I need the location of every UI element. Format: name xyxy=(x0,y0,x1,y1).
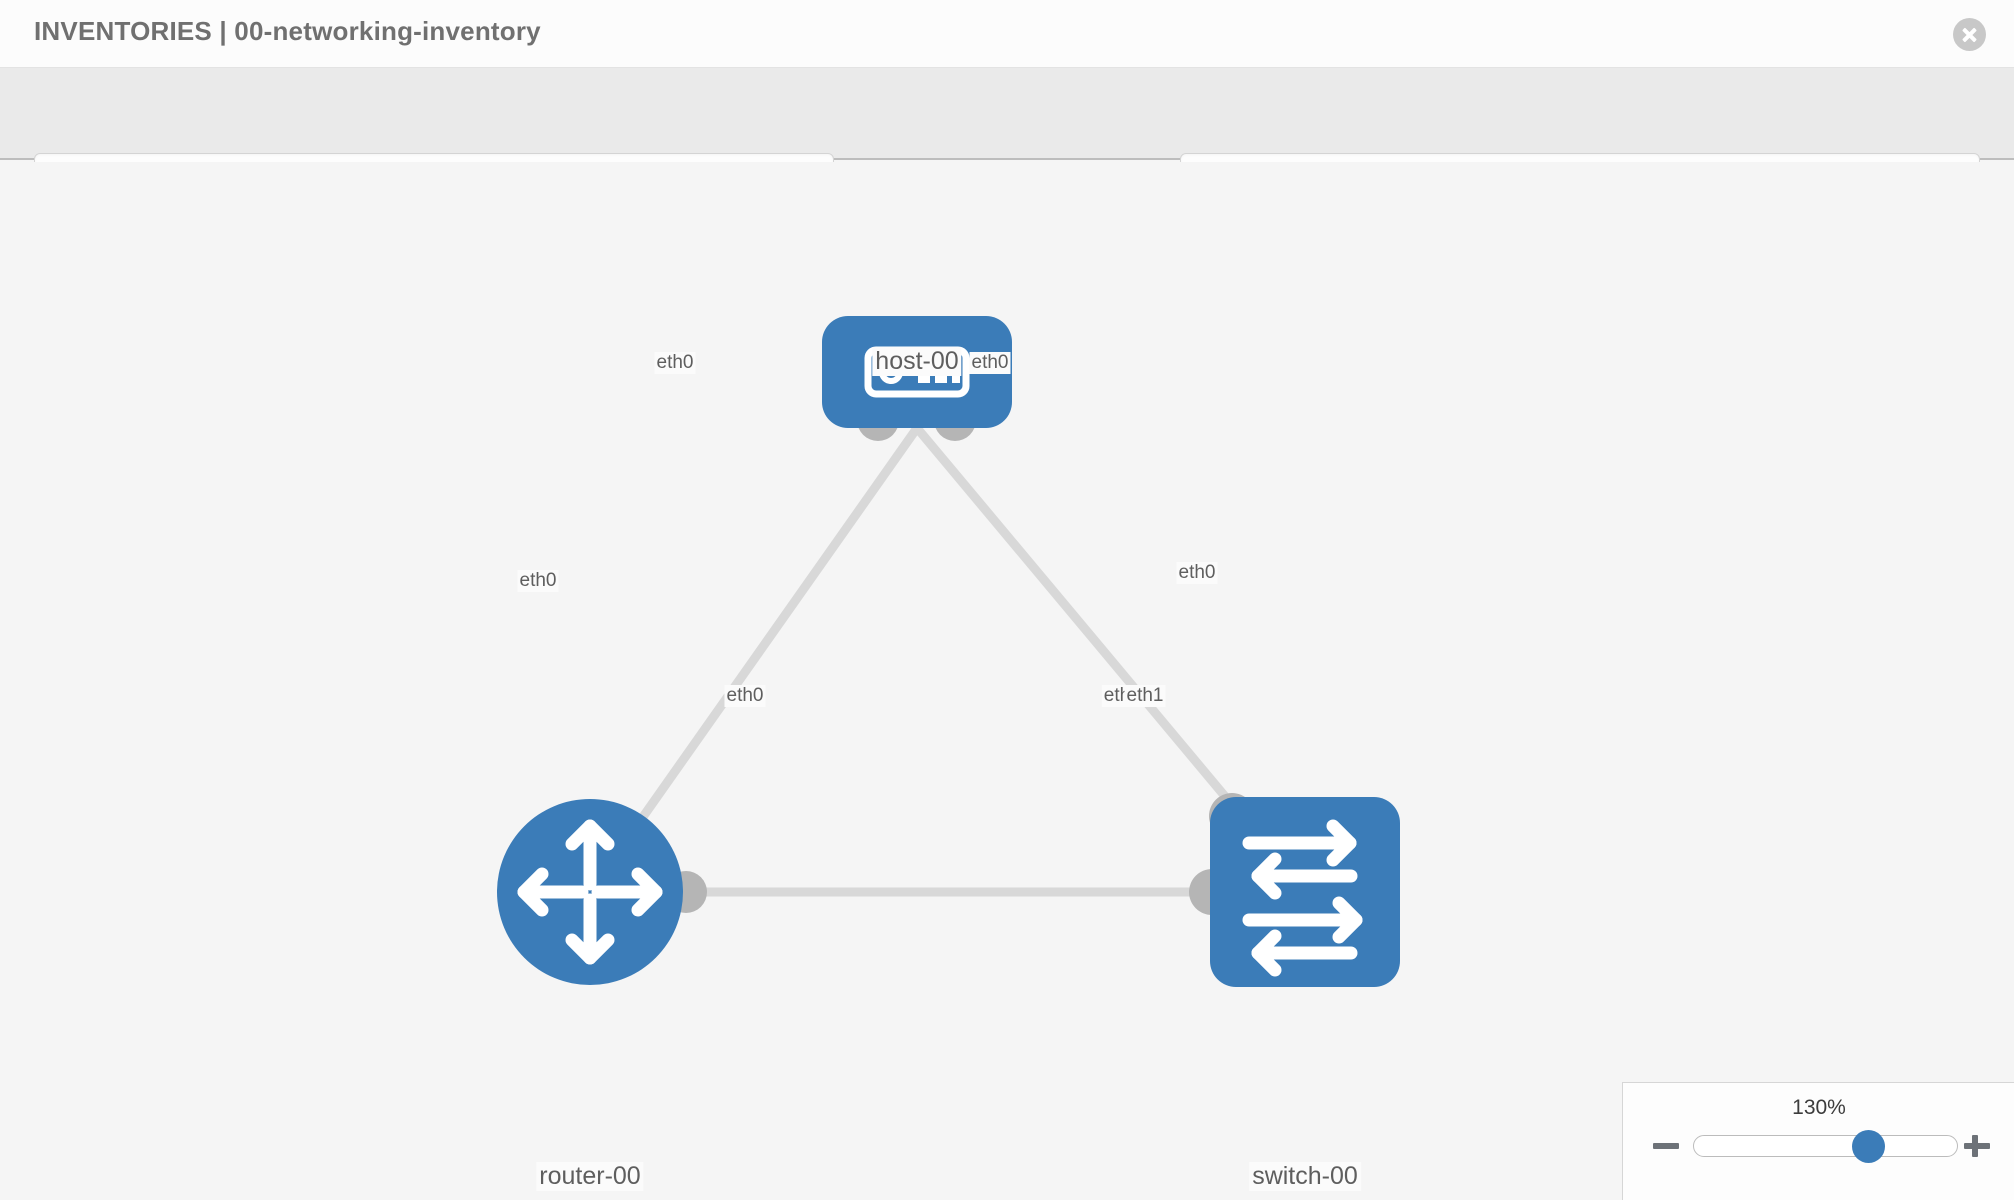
node-label-host-00: host-00 xyxy=(872,347,962,376)
minus-icon[interactable] xyxy=(1651,1131,1681,1161)
zoom-percent-label: 130% xyxy=(1792,1096,1846,1119)
topology-canvas[interactable]: eth0 eth0 eth0 eth0 eth0 eth eth1 host-0… xyxy=(0,162,2014,1200)
router-four-arrows-icon xyxy=(517,819,663,965)
iface-label-host-left: eth0 xyxy=(654,352,696,374)
plus-icon[interactable] xyxy=(1962,1131,1992,1161)
iface-label-router-uplink: eth0 xyxy=(517,570,559,592)
link-router-host xyxy=(586,425,921,895)
iface-label-switch-uplink: eth0 xyxy=(1176,562,1218,584)
page-title: INVENTORIES | 00-networking-inventory xyxy=(34,16,541,46)
switch-arrows-icon xyxy=(1242,819,1363,977)
node-router-00 xyxy=(497,799,683,985)
iface-label-switch-eth1: eth1 xyxy=(1124,685,1166,707)
topology-links xyxy=(586,425,1309,897)
zoom-slider-track[interactable] xyxy=(1693,1130,1958,1163)
topology-graph xyxy=(497,316,1400,987)
node-label-router-00: router-00 xyxy=(536,1162,644,1191)
zoom-slider-thumb[interactable] xyxy=(1851,1130,1885,1163)
close-icon[interactable] xyxy=(1953,18,1986,51)
zoom-control-panel: 130% xyxy=(1622,1082,2014,1200)
toolbar: ACTIONS xyxy=(0,68,2014,207)
page-header: INVENTORIES | 00-networking-inventory xyxy=(0,0,2014,68)
node-label-switch-00: switch-00 xyxy=(1249,1162,1361,1191)
iface-label-router-eth0: eth0 xyxy=(724,685,766,707)
iface-label-host-right: eth0 xyxy=(969,352,1011,374)
node-switch-00 xyxy=(1210,797,1400,987)
